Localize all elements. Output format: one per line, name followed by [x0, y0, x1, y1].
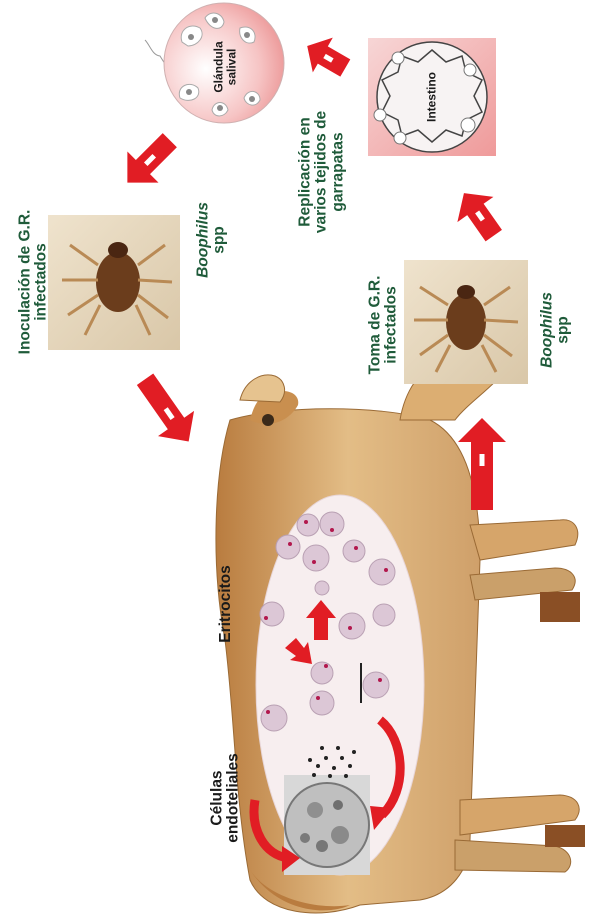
label-boophilus-top-spp: spp	[212, 202, 228, 278]
arrow-tick-to-intestine	[446, 180, 512, 248]
label-eritrocitos: Eritrocitos	[218, 565, 234, 643]
tick-photo-bottom	[404, 260, 528, 384]
label-boophilus-bottom-genus: Boophilus	[540, 292, 556, 368]
arrow-gland-to-tick	[112, 125, 186, 199]
label-toma: Toma de G.R. infectados	[368, 276, 401, 375]
label-celulas-line2: endoteliales	[226, 753, 242, 843]
label-boophilus-bottom: Boophilus spp	[540, 292, 573, 368]
label-celulas: Células endoteliales	[210, 753, 243, 843]
label-glandula-line1: Glándula	[212, 41, 225, 92]
arrow-intestine-to-gland	[297, 29, 355, 86]
label-glandula-line2: salival	[225, 41, 238, 92]
label-replicacion-line1: Replicación en	[298, 111, 314, 233]
label-intestino: Intestino	[426, 72, 439, 122]
tick-photo-top	[48, 215, 180, 350]
label-toma-line2: infectados	[384, 276, 400, 375]
arrow-tick-to-cow	[127, 367, 207, 454]
label-inoculacion: Inoculación de G.R. infectados	[18, 210, 51, 355]
label-toma-line1: Toma de G.R.	[368, 276, 384, 375]
label-boophilus-top-genus: Boophilus	[196, 202, 212, 278]
label-replicacion: Replicación en varios tejidos de garrapa…	[298, 111, 347, 233]
label-replicacion-line2: varios tejidos de	[314, 111, 330, 233]
label-glandula: Glándula salival	[212, 41, 237, 92]
label-boophilus-bottom-spp: spp	[556, 292, 572, 368]
label-inoculacion-line1: Inoculación de G.R.	[18, 210, 34, 355]
label-inoculacion-line2: infectados	[34, 210, 50, 355]
label-boophilus-top: Boophilus spp	[196, 202, 229, 278]
label-replicacion-line3: garrapatas	[330, 111, 346, 233]
label-celulas-line1: Células	[210, 753, 226, 843]
